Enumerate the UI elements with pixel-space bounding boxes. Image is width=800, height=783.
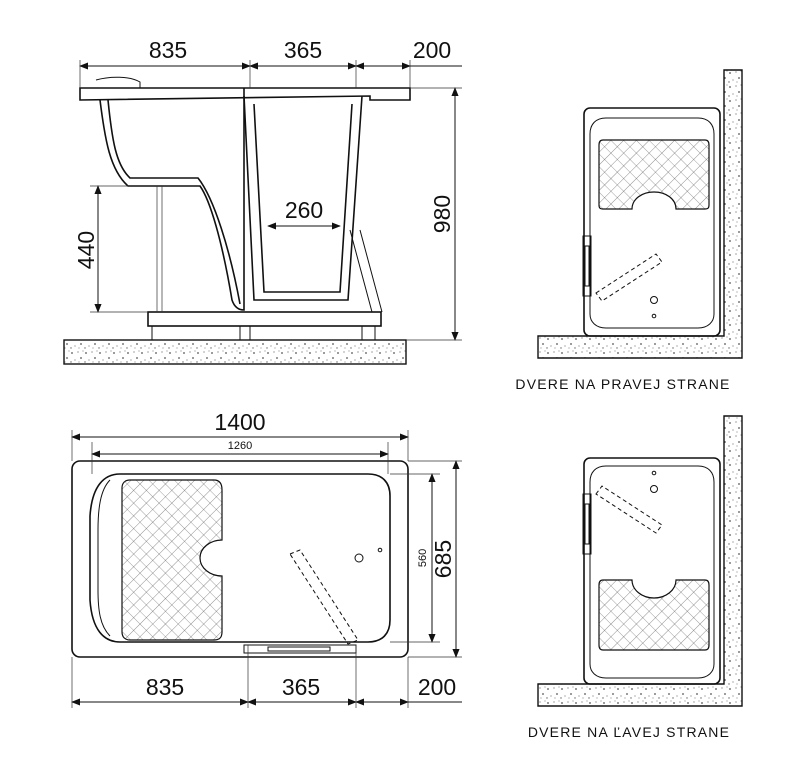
base-plate [147,311,382,327]
drain-hole [354,553,364,563]
plan-dim-560: 560 [417,549,429,567]
side-dim-980: 980 [429,195,455,233]
variant-left-door: DVERE NA ĽAVEJ STRANE [528,415,743,740]
plan-dim-1400: 1400 [214,409,265,435]
side-dim-200: 200 [413,37,451,63]
plan-dim-1260: 1260 [228,440,252,452]
wall-corner [537,415,743,707]
grab-bar [289,549,359,645]
tub-rim [79,87,411,101]
plan-dim-685: 685 [430,540,456,578]
door-strip [243,644,357,654]
caption-right-door: DVERE NA PRAVEJ STRANE [515,376,730,392]
inner-basin [89,473,391,643]
overflow-hole [377,547,383,553]
plan-dim-365: 365 [282,674,320,700]
plan-dim-835: 835 [146,674,184,700]
side-dim-365: 365 [284,37,322,63]
foot-well [243,95,363,301]
door-strip [582,235,592,297]
tub-top-view [583,457,721,685]
seat-mat [598,579,710,651]
side-dim-260: 260 [285,197,323,223]
caption-left-door: DVERE NA ĽAVEJ STRANE [528,724,730,740]
side-dim-440: 440 [73,231,99,269]
floor-slab [63,339,407,365]
tub-top-view [583,107,721,337]
seat-shell [99,88,245,311]
side-dim-835: 835 [149,37,187,63]
plan-view: 1400 1260 560 685 835 365 200 [71,409,462,708]
variant-right-door: DVERE NA PRAVEJ STRANE [515,69,743,392]
plan-dim-200: 200 [418,674,456,700]
wall-corner [537,69,743,359]
door-strip [582,493,592,555]
tub-outline [71,460,409,658]
seat-mat [598,139,710,210]
side-view: 835 365 200 260 440 980 [63,37,462,365]
seat-mat [121,479,223,641]
